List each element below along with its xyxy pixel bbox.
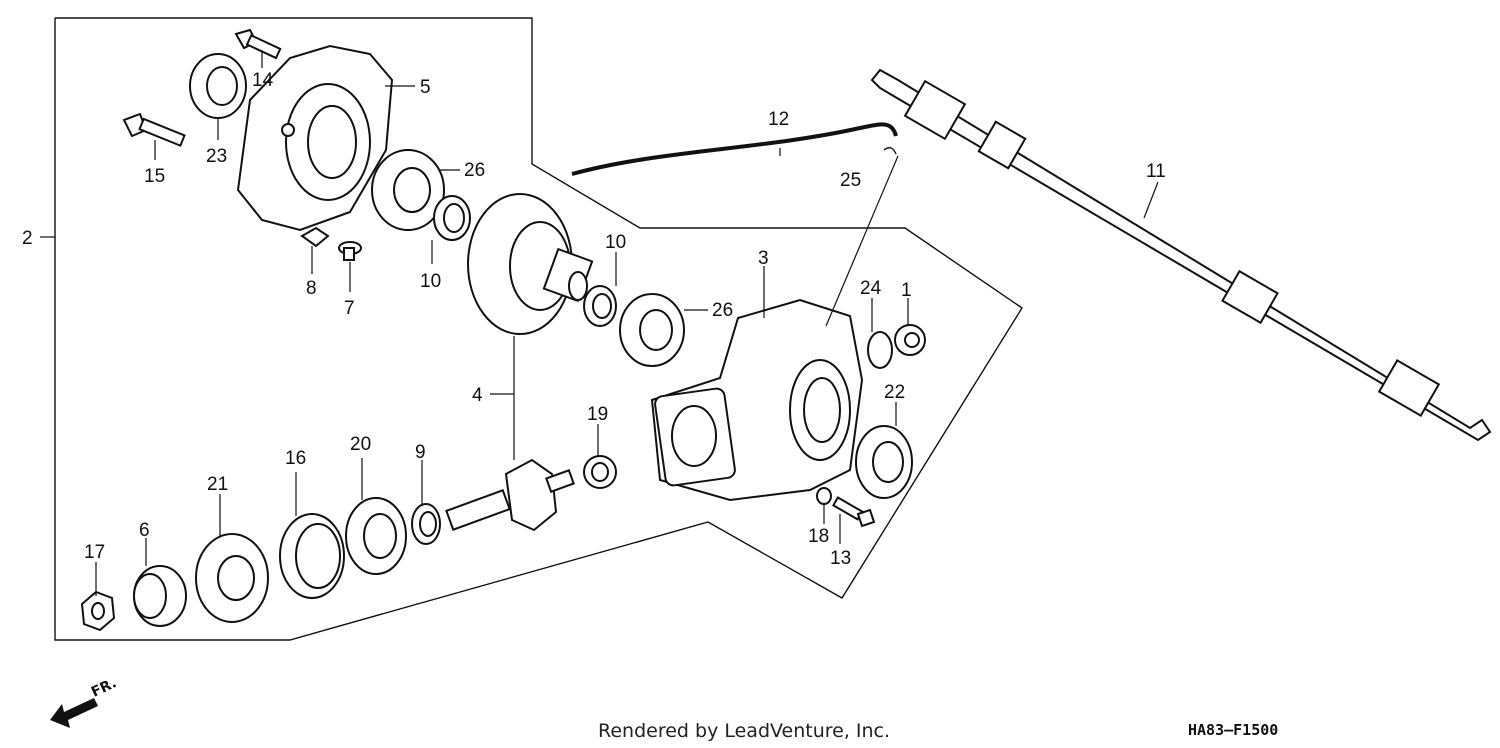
part-label-24: 24	[860, 278, 882, 299]
diagram-code: HA83—F1500	[1188, 721, 1278, 739]
part-label-6: 6	[139, 520, 150, 541]
washer-18[interactable]	[816, 487, 832, 505]
part-label-7: 7	[344, 298, 355, 319]
part-label-10-upper: 10	[420, 271, 441, 292]
final-gear-cover[interactable]	[236, 44, 394, 232]
front-indicator-label: FR.	[89, 675, 119, 700]
part-label-1: 1	[901, 280, 912, 301]
part-label-16: 16	[285, 448, 306, 469]
ring-gear[interactable]	[467, 193, 594, 335]
shim-10-lower[interactable]	[583, 285, 617, 327]
axle-shaft[interactable]	[870, 68, 1492, 442]
circlip-24[interactable]	[867, 331, 893, 369]
bolt-14[interactable]	[234, 28, 282, 60]
part-label-20: 20	[350, 434, 371, 455]
part-label-2: 2	[22, 228, 33, 249]
leader-lines	[95, 52, 1159, 596]
part-label-5: 5	[420, 77, 431, 98]
bearing-26-upper[interactable]	[371, 149, 445, 231]
shim-9[interactable]	[411, 503, 441, 545]
pinion-gear[interactable]	[445, 458, 575, 532]
bolt-7[interactable]	[338, 241, 362, 261]
bolt-15[interactable]	[122, 112, 186, 147]
part-label-22: 22	[884, 382, 905, 403]
part-label-13: 13	[830, 548, 851, 569]
part-label-15: 15	[144, 166, 165, 187]
assembly-frame	[54, 17, 1023, 641]
part-label-21: 21	[207, 474, 228, 495]
front-arrow-icon	[50, 698, 98, 728]
nut-8[interactable]	[300, 226, 330, 248]
part-label-23: 23	[206, 146, 227, 167]
bolt-13[interactable]	[832, 496, 876, 528]
nut-17[interactable]	[80, 590, 116, 632]
breather-tube[interactable]	[571, 122, 898, 176]
tube-clip[interactable]	[883, 147, 897, 155]
part-label-17: 17	[84, 542, 105, 563]
bearing-26-lower[interactable]	[619, 293, 685, 367]
bearing-20[interactable]	[345, 497, 407, 575]
part-label-10-lower: 10	[605, 232, 626, 253]
part-label-4: 4	[472, 385, 483, 406]
part-label-11: 11	[1146, 161, 1166, 182]
part-label-19: 19	[587, 404, 608, 425]
shim-10-upper[interactable]	[433, 195, 471, 241]
retainer-16[interactable]	[279, 513, 345, 599]
oil-seal-23[interactable]	[189, 53, 247, 119]
oil-seal-21[interactable]	[195, 533, 269, 623]
gear-case[interactable]	[650, 298, 864, 502]
joint-6[interactable]	[133, 565, 187, 627]
needle-bearing-19[interactable]	[583, 455, 617, 489]
part-label-12: 12	[768, 109, 789, 130]
part-label-3: 3	[758, 248, 769, 269]
part-label-26-lower: 26	[712, 300, 733, 321]
part-label-14: 14	[252, 70, 274, 91]
cap-1[interactable]	[894, 324, 926, 356]
footer-credit: Rendered by LeadVenture, Inc.	[598, 720, 890, 742]
oil-seal-22[interactable]	[855, 425, 913, 499]
part-label-25: 25	[840, 170, 861, 191]
part-label-18: 18	[808, 526, 829, 547]
part-label-26-upper: 26	[464, 160, 485, 181]
part-label-9: 9	[415, 442, 426, 463]
part-label-8: 8	[306, 278, 317, 299]
